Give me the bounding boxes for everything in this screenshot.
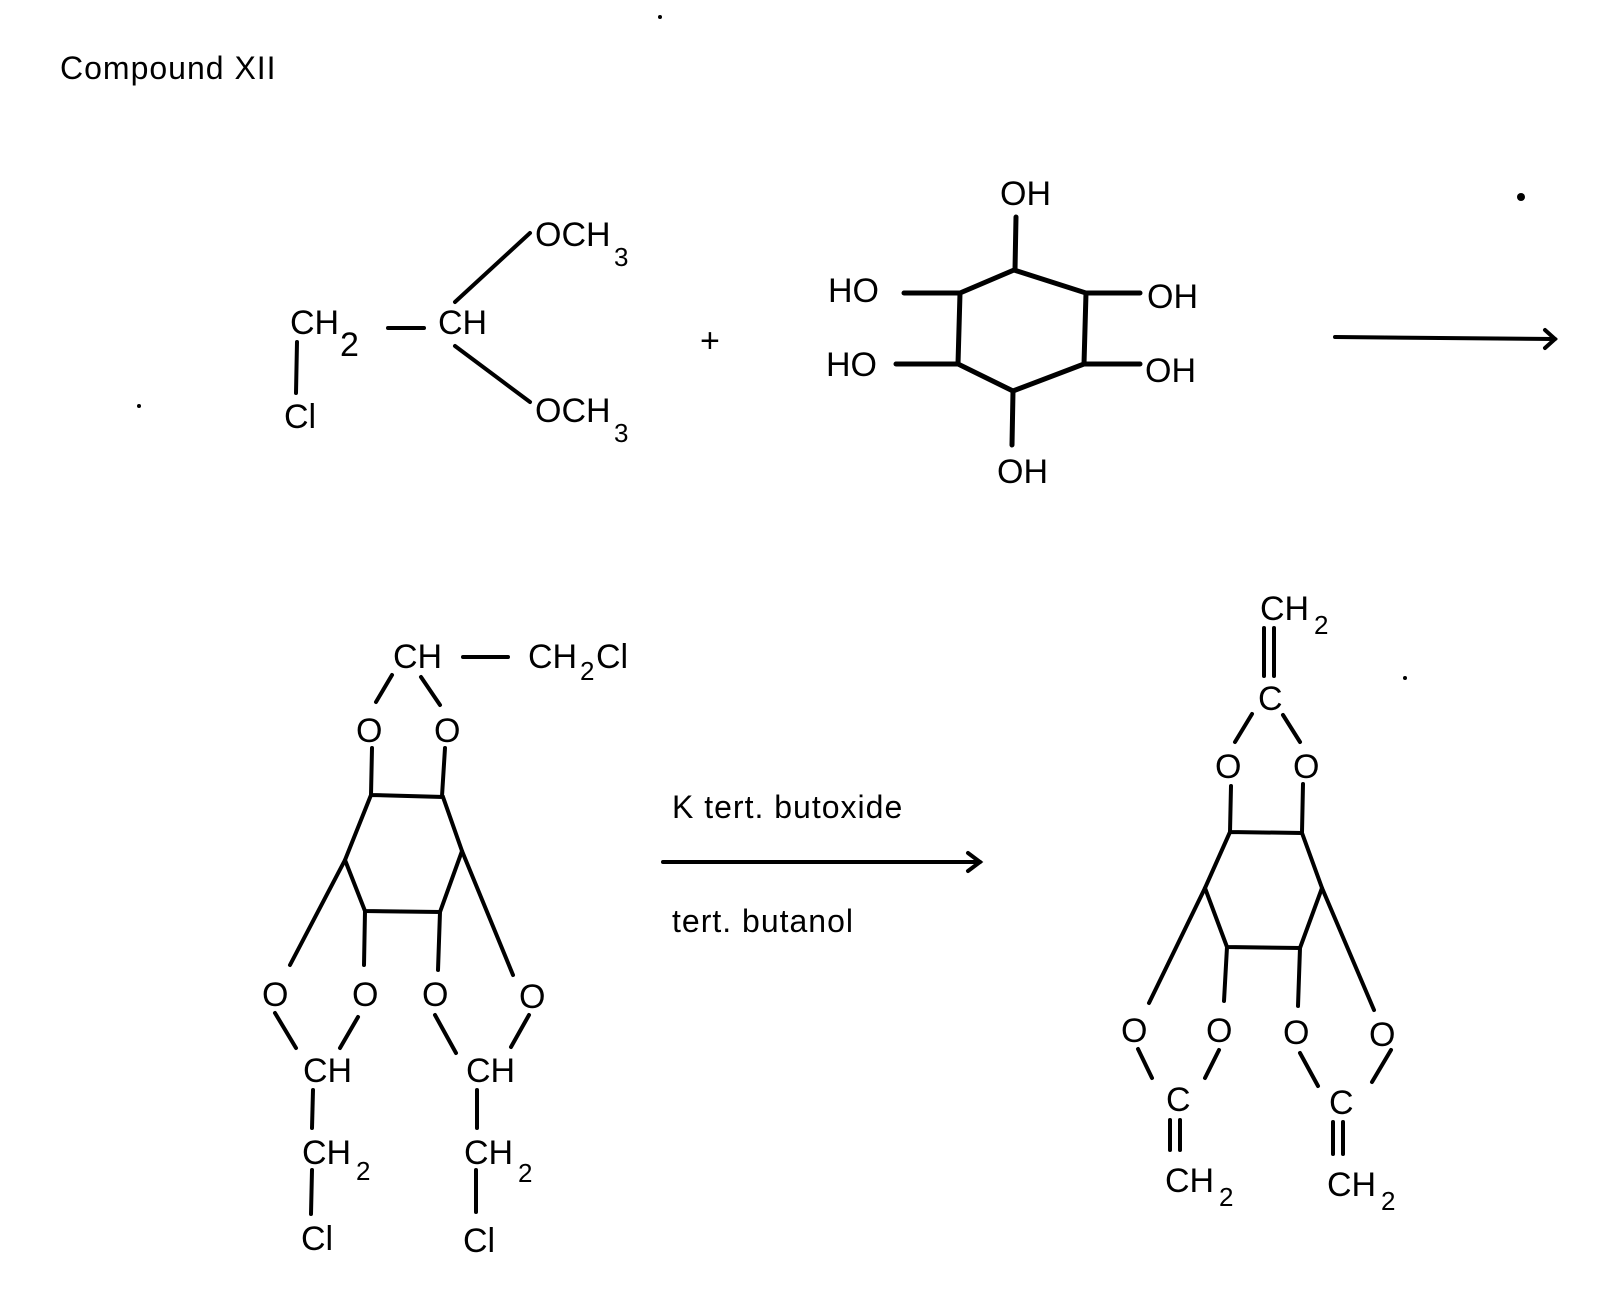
svg-text:O: O <box>1283 1014 1309 1052</box>
svg-text:2: 2 <box>1219 1182 1233 1212</box>
svg-text:O: O <box>1206 1012 1232 1050</box>
svg-text:OH: OH <box>1145 352 1196 390</box>
svg-text:CH: CH <box>1165 1162 1214 1200</box>
reaction-arrow-1 <box>1333 328 1558 350</box>
svg-text:CH: CH <box>466 1052 515 1090</box>
svg-text:O: O <box>262 976 288 1014</box>
svg-text:CH: CH <box>464 1134 513 1172</box>
svg-text:Cl: Cl <box>284 398 316 436</box>
svg-text:3: 3 <box>614 242 628 272</box>
svg-text:Cl: Cl <box>301 1220 333 1258</box>
scan-speck <box>137 404 141 408</box>
reactant-chloroacetal: CH 2 CH Cl OCH 3 OCH 3 <box>284 216 628 448</box>
scan-speck <box>1517 193 1525 201</box>
product-ketene-acetal: CH 2 C O O O O O O C C CH 2 CH 2 <box>1121 590 1395 1216</box>
svg-text:CH: CH <box>393 638 442 676</box>
compound-title: Compound XII <box>60 50 277 86</box>
svg-text:HO: HO <box>826 346 877 384</box>
svg-text:OH: OH <box>1000 175 1051 213</box>
svg-text:CH: CH <box>1260 590 1309 628</box>
svg-text:C: C <box>1166 1081 1191 1119</box>
svg-text:O: O <box>422 976 448 1014</box>
reagent-label: K tert. butoxide <box>672 789 903 825</box>
svg-text:3: 3 <box>614 418 628 448</box>
svg-text:O: O <box>1369 1016 1395 1054</box>
scan-speck <box>1403 676 1407 680</box>
svg-text:O: O <box>434 712 460 750</box>
solvent-label: tert. butanol <box>672 903 854 939</box>
svg-text:OH: OH <box>997 453 1048 491</box>
svg-text:CH: CH <box>302 1134 351 1172</box>
svg-text:Cl: Cl <box>463 1222 495 1260</box>
svg-text:C: C <box>1258 680 1283 718</box>
svg-text:C: C <box>1329 1084 1354 1122</box>
svg-text:2: 2 <box>1381 1186 1395 1216</box>
svg-text:2: 2 <box>580 656 594 686</box>
svg-text:2: 2 <box>356 1156 370 1186</box>
scan-speck <box>658 15 662 19</box>
svg-text:HO: HO <box>828 272 879 310</box>
svg-text:CH: CH <box>1327 1166 1376 1204</box>
svg-text:Cl: Cl <box>596 638 628 676</box>
intermediate-tris-acetal: CH CH 2 Cl O O O O O O CH CH CH 2 CH 2 <box>262 638 628 1260</box>
svg-text:O: O <box>352 976 378 1014</box>
svg-text:2: 2 <box>1314 610 1328 640</box>
svg-text:OCH: OCH <box>535 216 611 254</box>
svg-text:2: 2 <box>340 326 359 364</box>
plus-sign: + <box>700 322 720 360</box>
svg-text:CH: CH <box>290 304 339 342</box>
svg-text:OH: OH <box>1147 278 1198 316</box>
svg-text:O: O <box>1121 1012 1147 1050</box>
svg-text:2: 2 <box>518 1158 532 1188</box>
svg-text:O: O <box>1215 748 1241 786</box>
svg-text:O: O <box>1293 748 1319 786</box>
reactant-inositol: OH HO HO OH OH OH <box>826 175 1198 491</box>
svg-text:OCH: OCH <box>535 392 611 430</box>
reaction-arrow-2: K tert. butoxide tert. butanol <box>661 789 984 939</box>
svg-text:CH: CH <box>438 304 487 342</box>
svg-text:CH: CH <box>528 638 577 676</box>
svg-text:O: O <box>519 978 545 1016</box>
svg-text:CH: CH <box>303 1052 352 1090</box>
svg-text:O: O <box>356 712 382 750</box>
